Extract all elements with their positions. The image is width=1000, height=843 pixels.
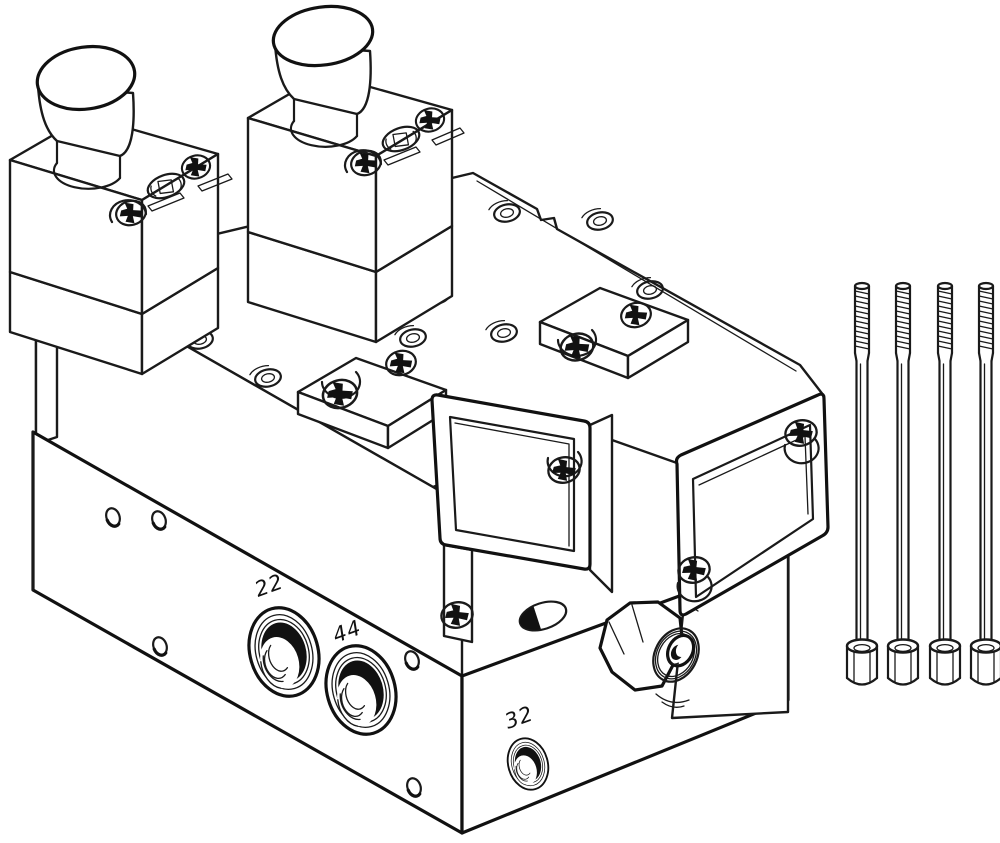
hex-fitting — [598, 598, 700, 708]
cover-block-2 — [538, 286, 690, 380]
manual-override-cap-1 — [35, 44, 137, 190]
mounting-screws — [845, 281, 1000, 686]
valve-frame-1 — [430, 393, 592, 644]
manual-override-cap-2 — [271, 4, 375, 148]
mounting-screw-4 — [969, 281, 1000, 686]
mounting-screw-2 — [886, 281, 920, 686]
mounting-screw-1 — [845, 281, 879, 686]
coil-1-connector — [109, 150, 233, 231]
solenoid-coil-1 — [8, 44, 233, 316]
coil-2-connector — [344, 103, 465, 181]
base-top-oval-hole — [518, 600, 568, 632]
valve-frame-2 — [674, 392, 830, 617]
mounting-screw-3 — [928, 281, 962, 686]
solenoid-coil-2 — [246, 4, 465, 274]
cover-block-1 — [296, 345, 448, 450]
